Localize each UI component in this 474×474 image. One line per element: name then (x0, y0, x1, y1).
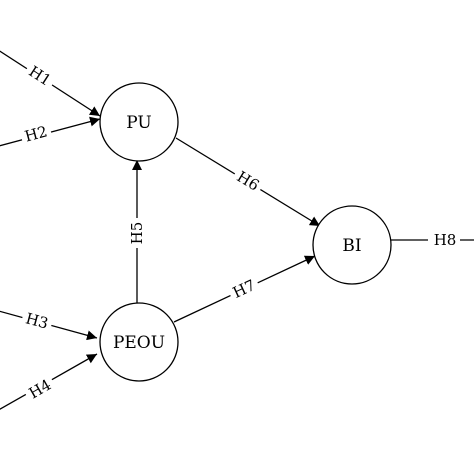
edge-label-h2: H2 (23, 122, 50, 145)
node-bi: BI (312, 205, 392, 285)
node-label-bi: BI (342, 236, 361, 256)
node-pu: PU (99, 82, 179, 162)
node-label-peou: PEOU (113, 333, 165, 353)
edge-label-h3: H3 (24, 309, 51, 332)
edge-label-h8: H8 (434, 231, 457, 249)
node-label-pu: PU (126, 113, 151, 133)
edge-label-h5: H5 (128, 222, 146, 245)
node-peou: PEOU (99, 302, 179, 382)
